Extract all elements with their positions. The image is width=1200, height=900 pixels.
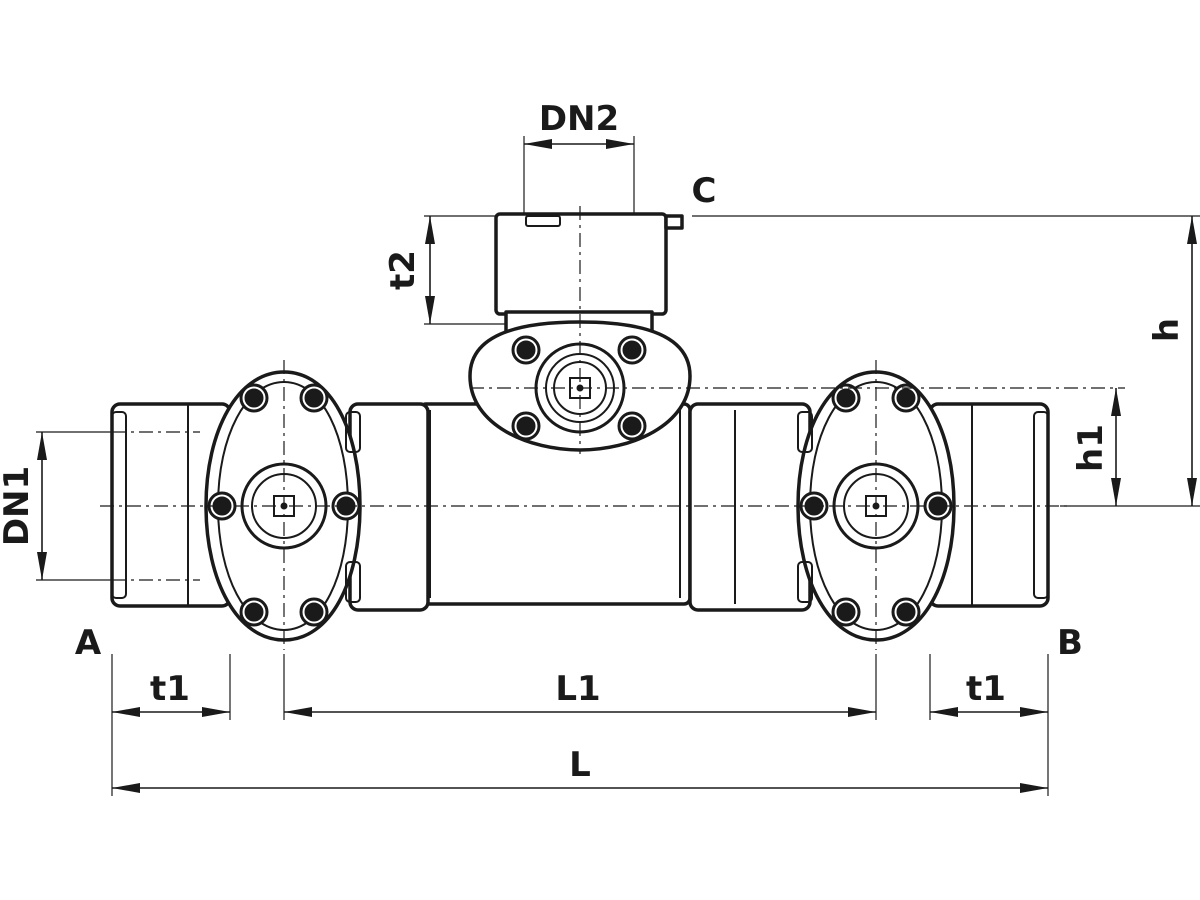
right-coupling-sleeve bbox=[688, 402, 812, 612]
label-t2: t2 bbox=[383, 250, 423, 290]
dimension-labels: DN2 C t2 h h1 DN1 A B t1 L1 t1 L bbox=[0, 99, 1187, 785]
center-lines bbox=[100, 206, 1125, 650]
left-clamp-bolts bbox=[207, 383, 361, 627]
label-port-b: B bbox=[1057, 623, 1083, 663]
label-t1-left: t1 bbox=[150, 669, 190, 709]
label-dn1: DN1 bbox=[0, 466, 37, 546]
label-l: L bbox=[569, 745, 591, 785]
top-saddle-bolts bbox=[511, 335, 647, 441]
label-port-c: C bbox=[692, 171, 717, 211]
label-port-a: A bbox=[75, 623, 102, 663]
dimension-lines bbox=[36, 136, 1200, 796]
label-dn2: DN2 bbox=[539, 99, 619, 139]
label-h1: h1 bbox=[1071, 424, 1111, 472]
branch-socket bbox=[494, 212, 668, 316]
label-h: h bbox=[1147, 318, 1187, 342]
label-l1: L1 bbox=[555, 669, 600, 709]
label-t1-right: t1 bbox=[966, 669, 1006, 709]
